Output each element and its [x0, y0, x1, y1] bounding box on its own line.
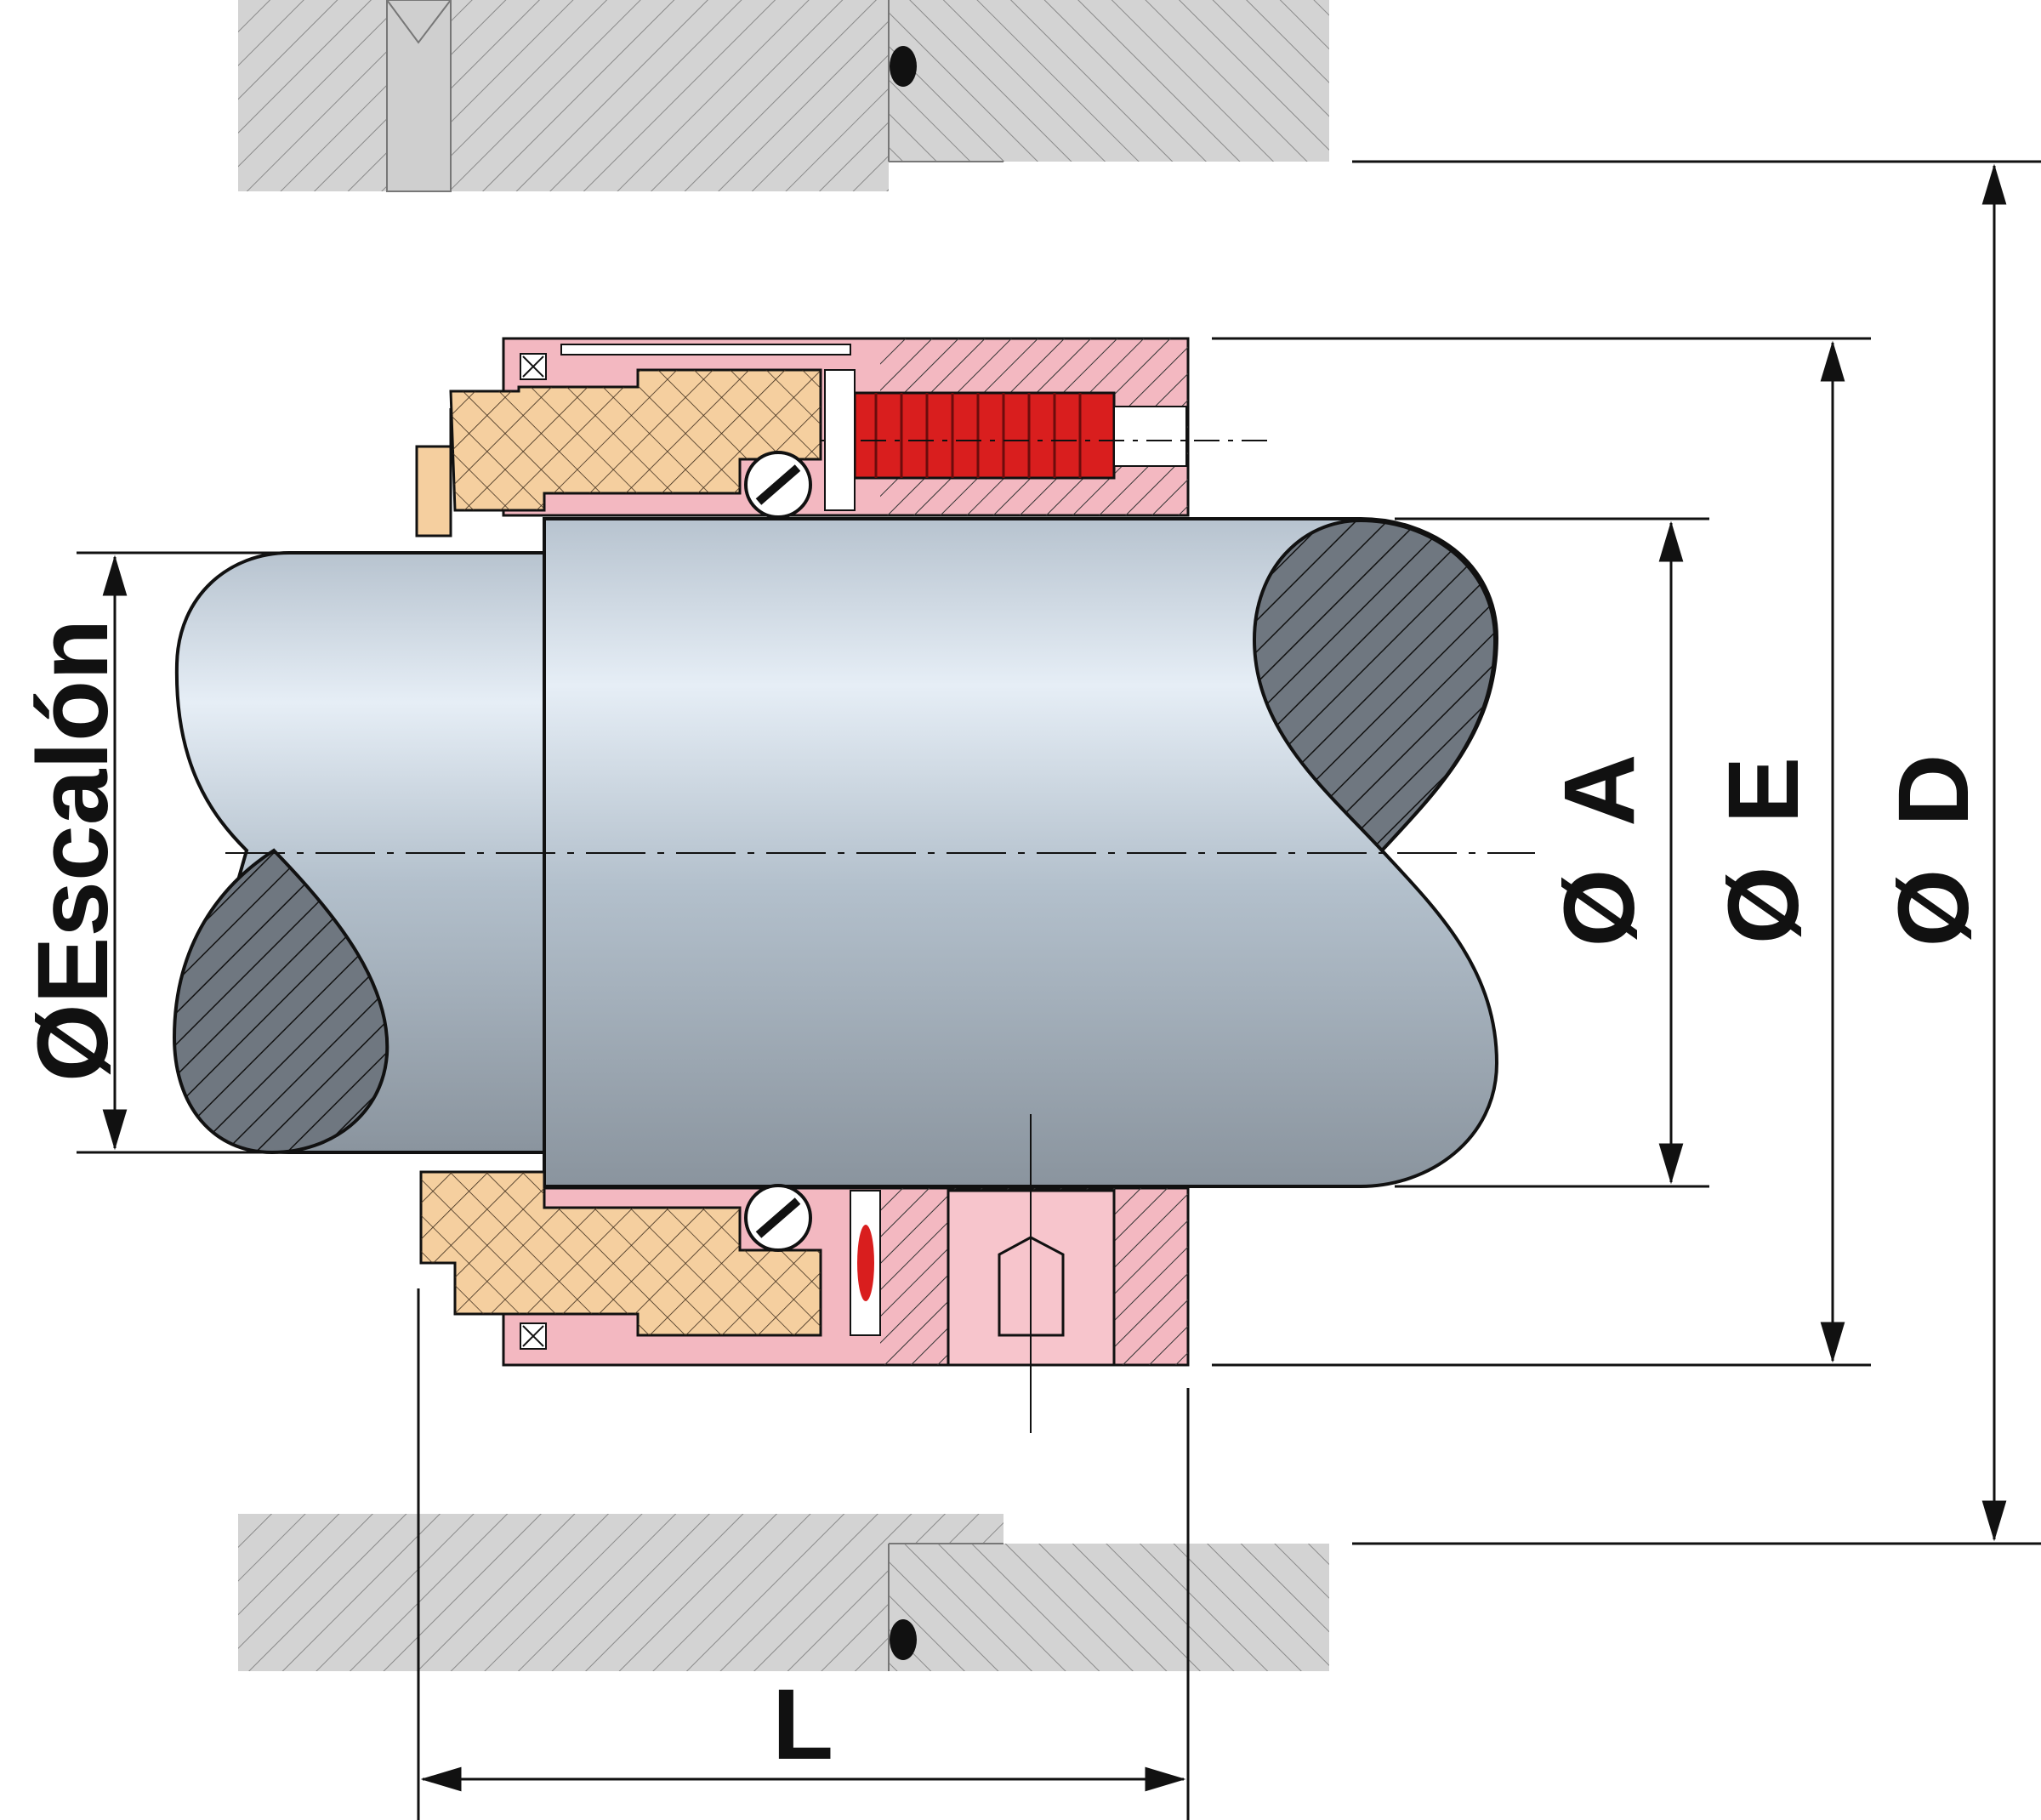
- spring-icon: [853, 391, 1116, 480]
- diameter-symbol: Ø: [1708, 866, 1820, 944]
- o-ring-icon: [857, 1225, 874, 1301]
- diameter-symbol: Ø: [17, 1004, 129, 1082]
- housing-top: [238, 0, 1329, 192]
- shaft-step: [172, 551, 546, 1155]
- seal-assembly-top: [415, 337, 1267, 537]
- label-a-text: A: [1544, 754, 1656, 826]
- label-d-text: D: [1878, 754, 1990, 826]
- label-escalon-text: Escalón: [17, 619, 129, 1004]
- label-e-text: E: [1708, 757, 1820, 824]
- label-a: ØA: [1544, 754, 1656, 947]
- label-e: ØE: [1708, 757, 1820, 945]
- dimension-lines: [77, 160, 2041, 1820]
- diameter-symbol: Ø: [1878, 869, 1990, 947]
- housing-bottom: [238, 1514, 1329, 1671]
- o-ring-icon: [890, 46, 917, 87]
- label-d: ØD: [1878, 754, 1990, 947]
- diameter-symbol: Ø: [1544, 869, 1656, 947]
- label-l: L: [772, 1669, 833, 1781]
- label-escalon: ØEscalón: [17, 619, 129, 1082]
- o-ring-icon: [890, 1619, 917, 1660]
- seal-assembly-bottom: [419, 1114, 1190, 1433]
